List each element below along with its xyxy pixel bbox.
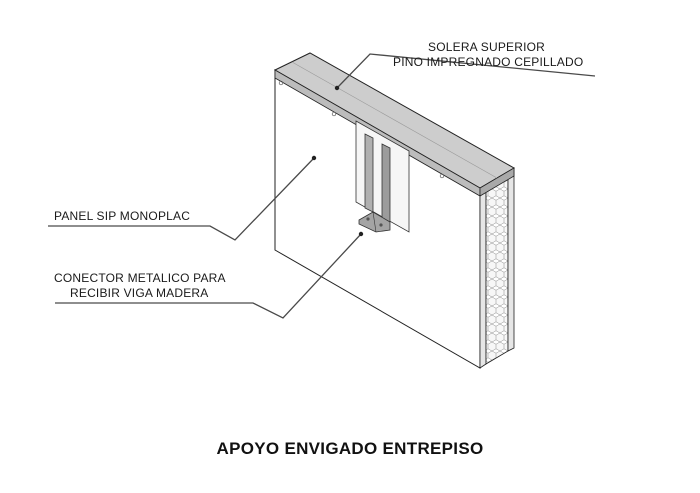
label-connector-line2: RECIBIR VIGA MADERA <box>70 286 209 300</box>
top-plate-grain-line <box>291 61 498 179</box>
diagram-title: APOYO ENVIGADO ENTREPISO <box>217 439 484 458</box>
screw-mark <box>278 80 284 86</box>
connector-bolt-hole <box>379 223 383 227</box>
connector-bolt-hole <box>366 217 370 221</box>
leader-dot-connector <box>358 231 364 237</box>
connector-right-flange <box>381 143 391 223</box>
panel-osb-skin-front <box>479 183 487 369</box>
screw-mark <box>439 173 445 179</box>
leader-line-top-plate <box>336 53 596 89</box>
leader-dot-panel <box>311 155 317 161</box>
panel-osb-skin-back <box>507 167 515 352</box>
label-top-plate-line2: PINO IMPREGNADO CEPILLADO <box>393 55 583 69</box>
leader-line-connector <box>55 233 362 319</box>
leader-line-panel <box>48 157 315 241</box>
panel-eps-core <box>485 170 509 365</box>
top-plate-end-face <box>479 167 515 197</box>
connector-edge <box>372 211 377 233</box>
connector-left-flange <box>364 133 374 213</box>
label-panel: PANEL SIP MONOPLAC <box>54 209 190 223</box>
label-connector-line1: CONECTOR METALICO PARA <box>54 271 226 285</box>
screw-mark <box>331 111 337 117</box>
label-top-plate-line1: SOLERA SUPERIOR <box>428 40 545 54</box>
leader-dot-top-plate <box>334 85 340 91</box>
